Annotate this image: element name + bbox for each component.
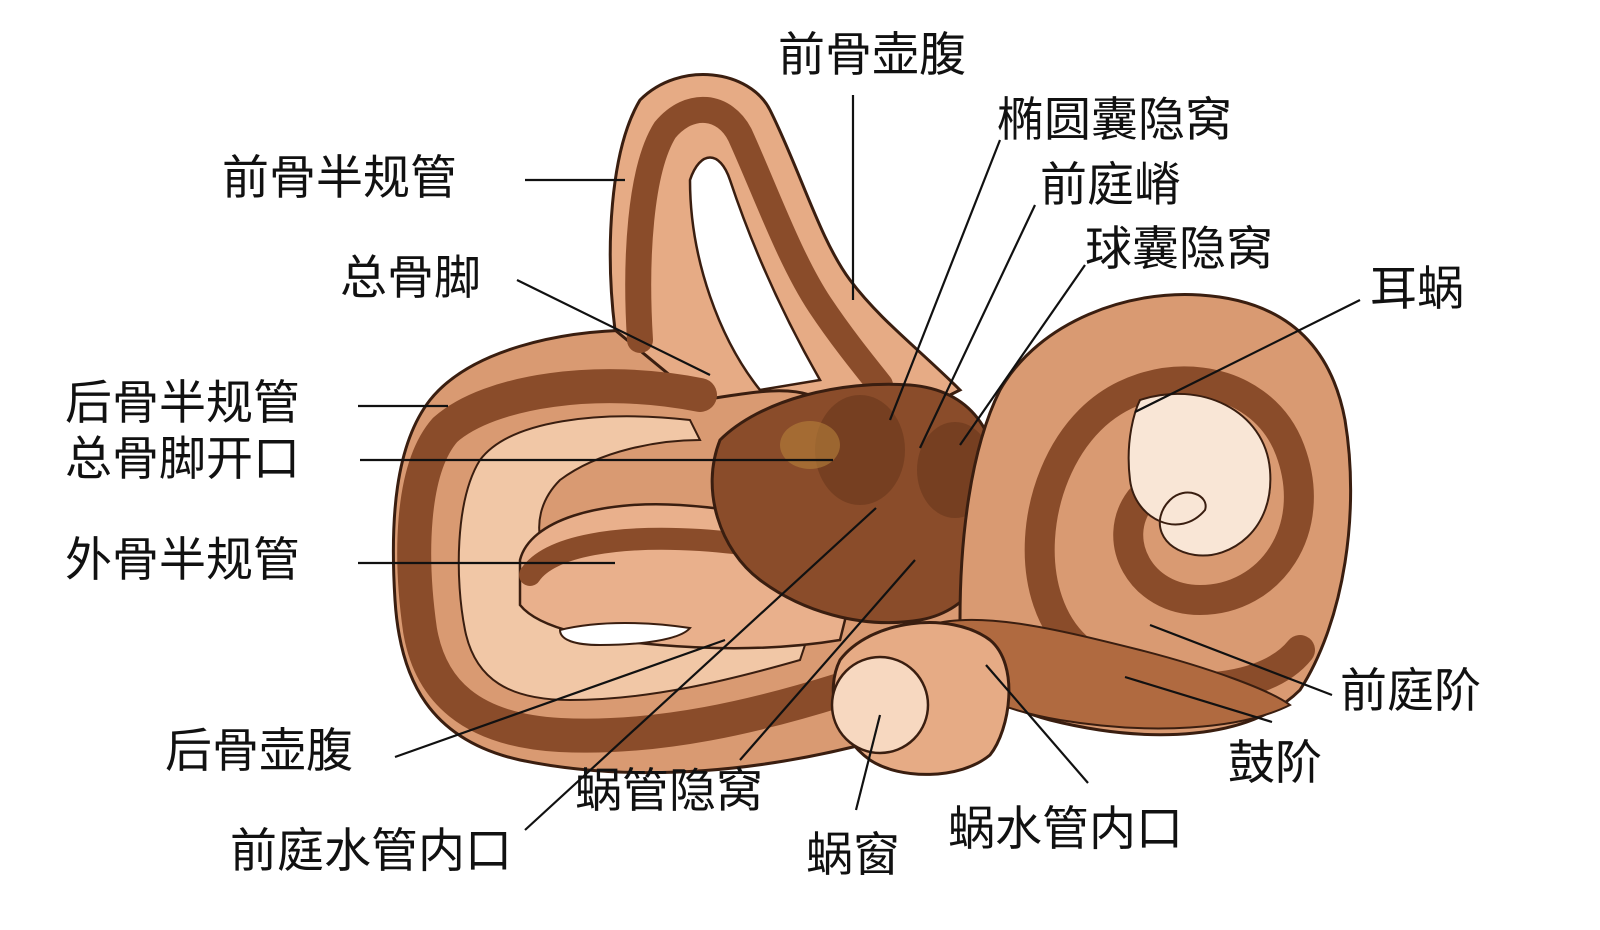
leader-cochlea (1134, 299, 1361, 413)
label-common-crus: 总骨脚 (340, 251, 481, 306)
label-posterior-ampulla: 后骨壶腹 (165, 724, 353, 779)
label-cochlea: 耳蜗 (1370, 262, 1464, 317)
label-cochlear-recess: 蜗管隐窝 (575, 764, 763, 819)
posterior-canal-lumen (397, 369, 857, 753)
leader-common-crus (516, 279, 711, 376)
label-scala-vestibuli: 前庭阶 (1340, 664, 1481, 719)
leader-spherical-recess (959, 264, 1086, 446)
leader-round-window (854, 714, 882, 811)
leader-scala-vestibuli (1149, 623, 1333, 697)
label-common-crus-opening: 总骨脚开口 (65, 432, 300, 487)
cochlea-basal-turn (929, 618, 1292, 730)
anterior-canal-lumen (625, 96, 893, 398)
label-anterior-canal: 前骨半规管 (222, 151, 457, 206)
common-crus-opening-glow (780, 421, 840, 469)
leader-cochlear-recess (739, 559, 916, 761)
anterior-canal-hole (688, 156, 822, 392)
leader-scala-tympani (1124, 675, 1273, 724)
label-vestibular-crest: 前庭嵴 (1040, 158, 1181, 213)
label-spherical-recess: 球囊隐窝 (1085, 222, 1273, 277)
leader-cochlear-aqueduct (985, 664, 1089, 784)
label-posterior-canal: 后骨半规管 (65, 376, 300, 431)
leader-vestibular-crest (919, 204, 1036, 449)
lateral-canal-hole (558, 622, 692, 647)
label-lateral-canal: 外骨半规管 (65, 533, 300, 588)
label-anterior-ampulla: 前骨壶腹 (778, 28, 966, 83)
leader-vestibular-aqueduct (524, 507, 877, 831)
label-elliptical-recess: 椭圆囊隐窝 (997, 93, 1232, 148)
label-vestibular-aqueduct-opening: 前庭水管内口 (230, 824, 512, 879)
leader-elliptical-recess (888, 139, 1002, 421)
label-cochlear-aqueduct-opening: 蜗水管内口 (948, 802, 1183, 857)
leader-posterior-ampulla (394, 638, 726, 759)
label-round-window: 蜗窗 (806, 828, 900, 883)
cochlea-center (1127, 392, 1272, 557)
elliptical-recess-shade (815, 395, 905, 505)
label-scala-tympani: 鼓阶 (1228, 736, 1322, 791)
leader-lines (358, 95, 1361, 831)
round-window (830, 655, 930, 755)
